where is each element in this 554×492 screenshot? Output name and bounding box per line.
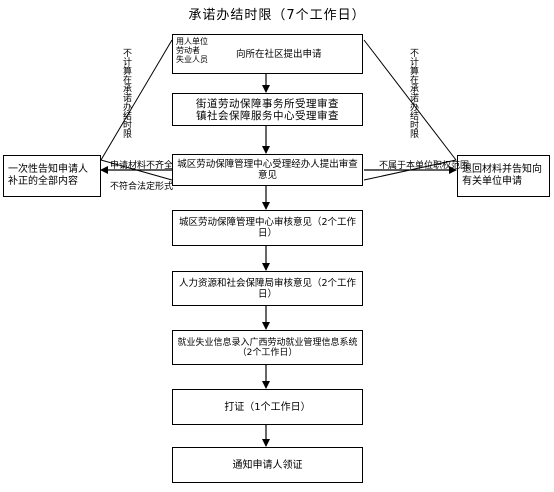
box-center-opinion-text: 城区劳动保障管理中心受理经办人提出审查意见: [177, 159, 358, 181]
box-center-opinion: 城区劳动保障管理中心受理经办人提出审查意见: [172, 154, 363, 186]
box-print-certificate: 打证（1个工作日）: [172, 389, 363, 425]
box-inform-supplement-text: 一次性告知申请人补正的全部内容: [8, 164, 88, 187]
label-out-of-jurisdiction: 不属于本单位职权范围: [379, 161, 470, 171]
box-submit-application-text: 向所在社区提出申请: [236, 49, 322, 60]
label-left-vertical: 不计算在承诺办结时限: [121, 48, 131, 138]
box-submit-application: [172, 34, 363, 74]
applicant-employer: 用人单位: [176, 37, 208, 46]
diag-right-top: [363, 39, 457, 161]
box-notify-applicant-text: 通知申请人领证: [232, 459, 303, 471]
applicant-types: 用人单位 劳动者 失业人员: [176, 37, 208, 64]
label-right-vertical: 不计算在承诺办结时限: [408, 48, 418, 138]
diag-right-bottom: [363, 159, 457, 181]
box-info-entry-line1: 就业失业信息录入广西劳动就业管理信息系统: [177, 337, 358, 348]
box-center-review: 城区劳动保障管理中心审核意见（2个工作日）: [172, 210, 363, 246]
applicant-unemployed: 失业人员: [176, 55, 208, 64]
label-incomplete-materials-line2: 不符合法定形式: [110, 182, 174, 192]
box-print-certificate-text: 打证（1个工作日）: [224, 401, 311, 413]
diag-left-bottom: [100, 159, 173, 181]
box-info-entry: 就业失业信息录入广西劳动就业管理信息系统 （2个工作日）: [172, 330, 363, 365]
box-center-review-text: 城区劳动保障管理中心审核意见（2个工作日）: [178, 217, 357, 239]
box-acceptance-review: 街道劳动保障事务所受理审查 镇社会保障服务中心受理审查: [172, 93, 363, 126]
box-hrss-review-text: 人力资源和社会保障局审核意见（2个工作日）: [178, 277, 357, 300]
box-acceptance-review-line1: 街道劳动保障事务所受理审查: [196, 97, 339, 110]
box-inform-supplement: 一次性告知申请人补正的全部内容: [3, 155, 101, 197]
box-notify-applicant: 通知申请人领证: [172, 447, 363, 483]
label-incomplete-materials-line1: 申请材料不齐全: [110, 161, 174, 171]
box-acceptance-review-line2: 镇社会保障服务中心受理审查: [196, 109, 339, 122]
box-info-entry-line2: （2个工作日）: [237, 347, 298, 358]
box-return-materials: 退回材料并告知向有关单位申请: [457, 155, 550, 197]
box-hrss-review: 人力资源和社会保障局审核意见（2个工作日）: [172, 271, 363, 306]
diag-left-top: [100, 39, 173, 161]
box-return-materials-text: 退回材料并告知向有关单位申请: [462, 164, 542, 187]
applicant-worker: 劳动者: [176, 46, 200, 55]
diagram-title: 承诺办结时限（7个工作日）: [188, 8, 366, 23]
